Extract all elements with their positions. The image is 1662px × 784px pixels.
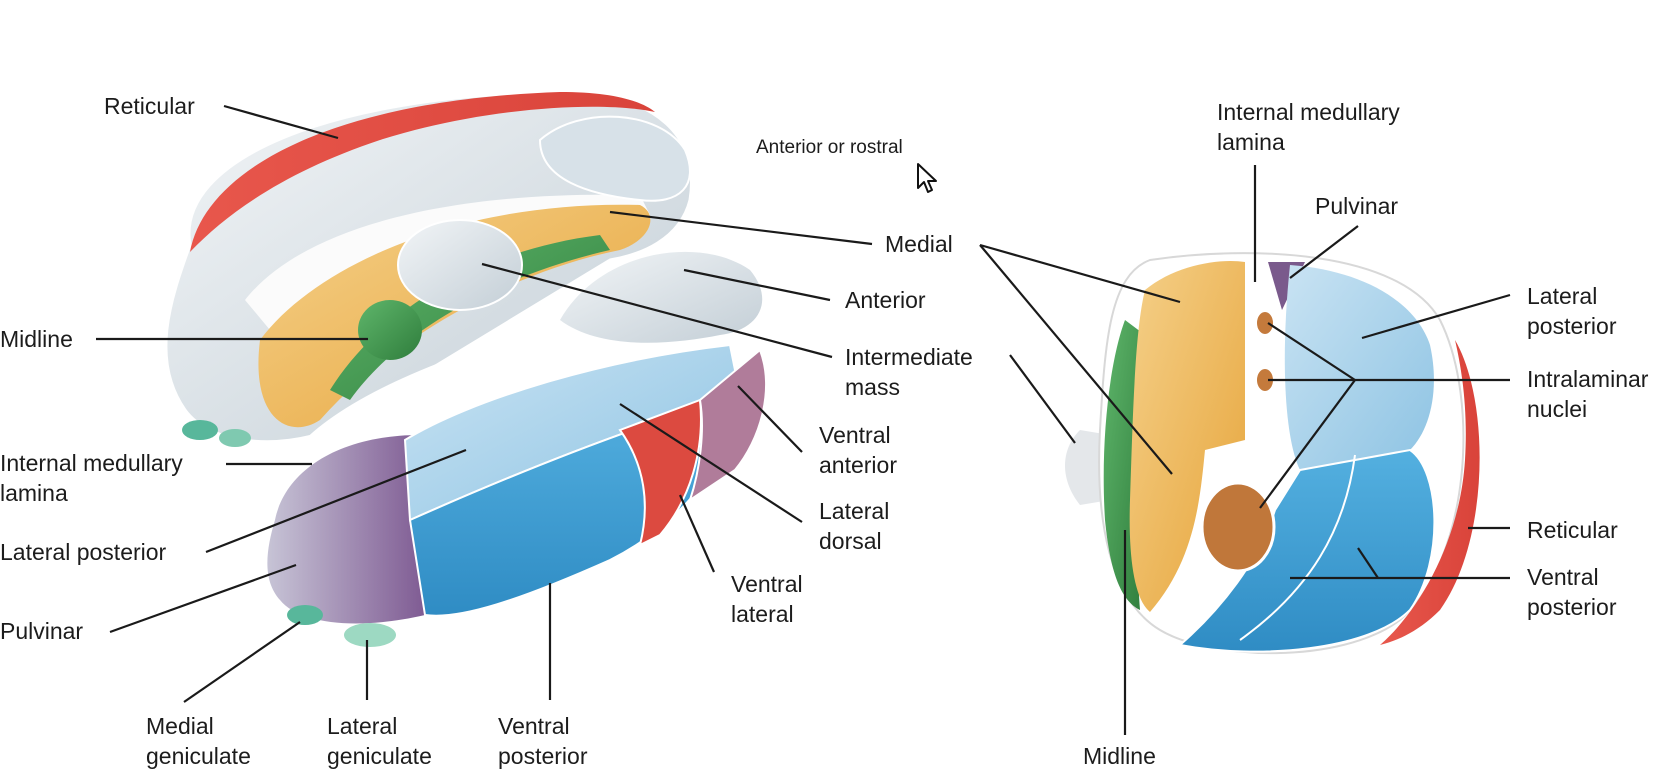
label-lateral-posterior-left: Lateral posterior bbox=[0, 539, 167, 565]
label-lateral-dorsal: Lateral dorsal bbox=[819, 498, 890, 554]
label-internal-medullary-lamina-left: Internal medullary lamina bbox=[0, 450, 183, 506]
right-cross-section bbox=[1065, 252, 1480, 655]
mouse-cursor-icon bbox=[917, 163, 937, 193]
label-anterior: Anterior bbox=[845, 287, 926, 313]
left-medial-geniculate bbox=[287, 605, 323, 625]
right-ventral-posterior bbox=[1177, 448, 1436, 653]
left-midline-nucleus bbox=[330, 235, 610, 400]
label-intralaminar-nuclei: Intralaminar nuclei bbox=[1527, 366, 1649, 422]
right-intralaminar-large bbox=[1200, 481, 1276, 573]
label-ventral-lateral: Ventral lateral bbox=[731, 571, 803, 627]
label-lateral-posterior-right: Lateral posterior bbox=[1527, 283, 1617, 339]
label-intermediate-mass: Intermediate mass bbox=[845, 344, 973, 400]
label-midline-right: Midline bbox=[1083, 743, 1156, 769]
label-medial: Medial bbox=[885, 231, 953, 257]
label-lateral-geniculate: Lateral geniculate bbox=[327, 713, 432, 769]
label-midline-left: Midline bbox=[0, 326, 73, 352]
label-ventral-anterior: Ventral anterior bbox=[819, 422, 897, 478]
label-internal-medullary-lamina-right: Internal medullary lamina bbox=[1217, 99, 1400, 155]
leader-lines bbox=[96, 104, 1511, 735]
left-anterior-nucleus bbox=[560, 251, 763, 343]
label-reticular-right: Reticular bbox=[1527, 517, 1618, 543]
label-reticular-left: Reticular bbox=[104, 93, 195, 119]
left-intermediate-mass bbox=[397, 219, 523, 311]
left-ventral-lateral bbox=[618, 398, 702, 547]
left-reticular-band bbox=[190, 92, 655, 252]
right-intralaminar-dot-1 bbox=[1255, 310, 1275, 336]
label-pulvinar-left: Pulvinar bbox=[0, 618, 84, 644]
left-lower-lobe bbox=[267, 251, 774, 647]
left-lateral-geniculate bbox=[344, 623, 396, 647]
label-medial-geniculate: Medial geniculate bbox=[146, 713, 251, 769]
label-ventral-posterior-left: Ventral posterior bbox=[498, 713, 588, 769]
label-ventral-posterior-right: Ventral posterior bbox=[1527, 564, 1617, 620]
right-medial bbox=[1129, 260, 1245, 612]
right-lateral-posterior bbox=[1284, 265, 1434, 470]
right-reticular bbox=[1380, 340, 1480, 645]
label-pulvinar-right: Pulvinar bbox=[1315, 193, 1399, 219]
caption-anterior-or-rostral: Anterior or rostral bbox=[756, 137, 903, 158]
left-upper-lobe bbox=[164, 90, 693, 447]
